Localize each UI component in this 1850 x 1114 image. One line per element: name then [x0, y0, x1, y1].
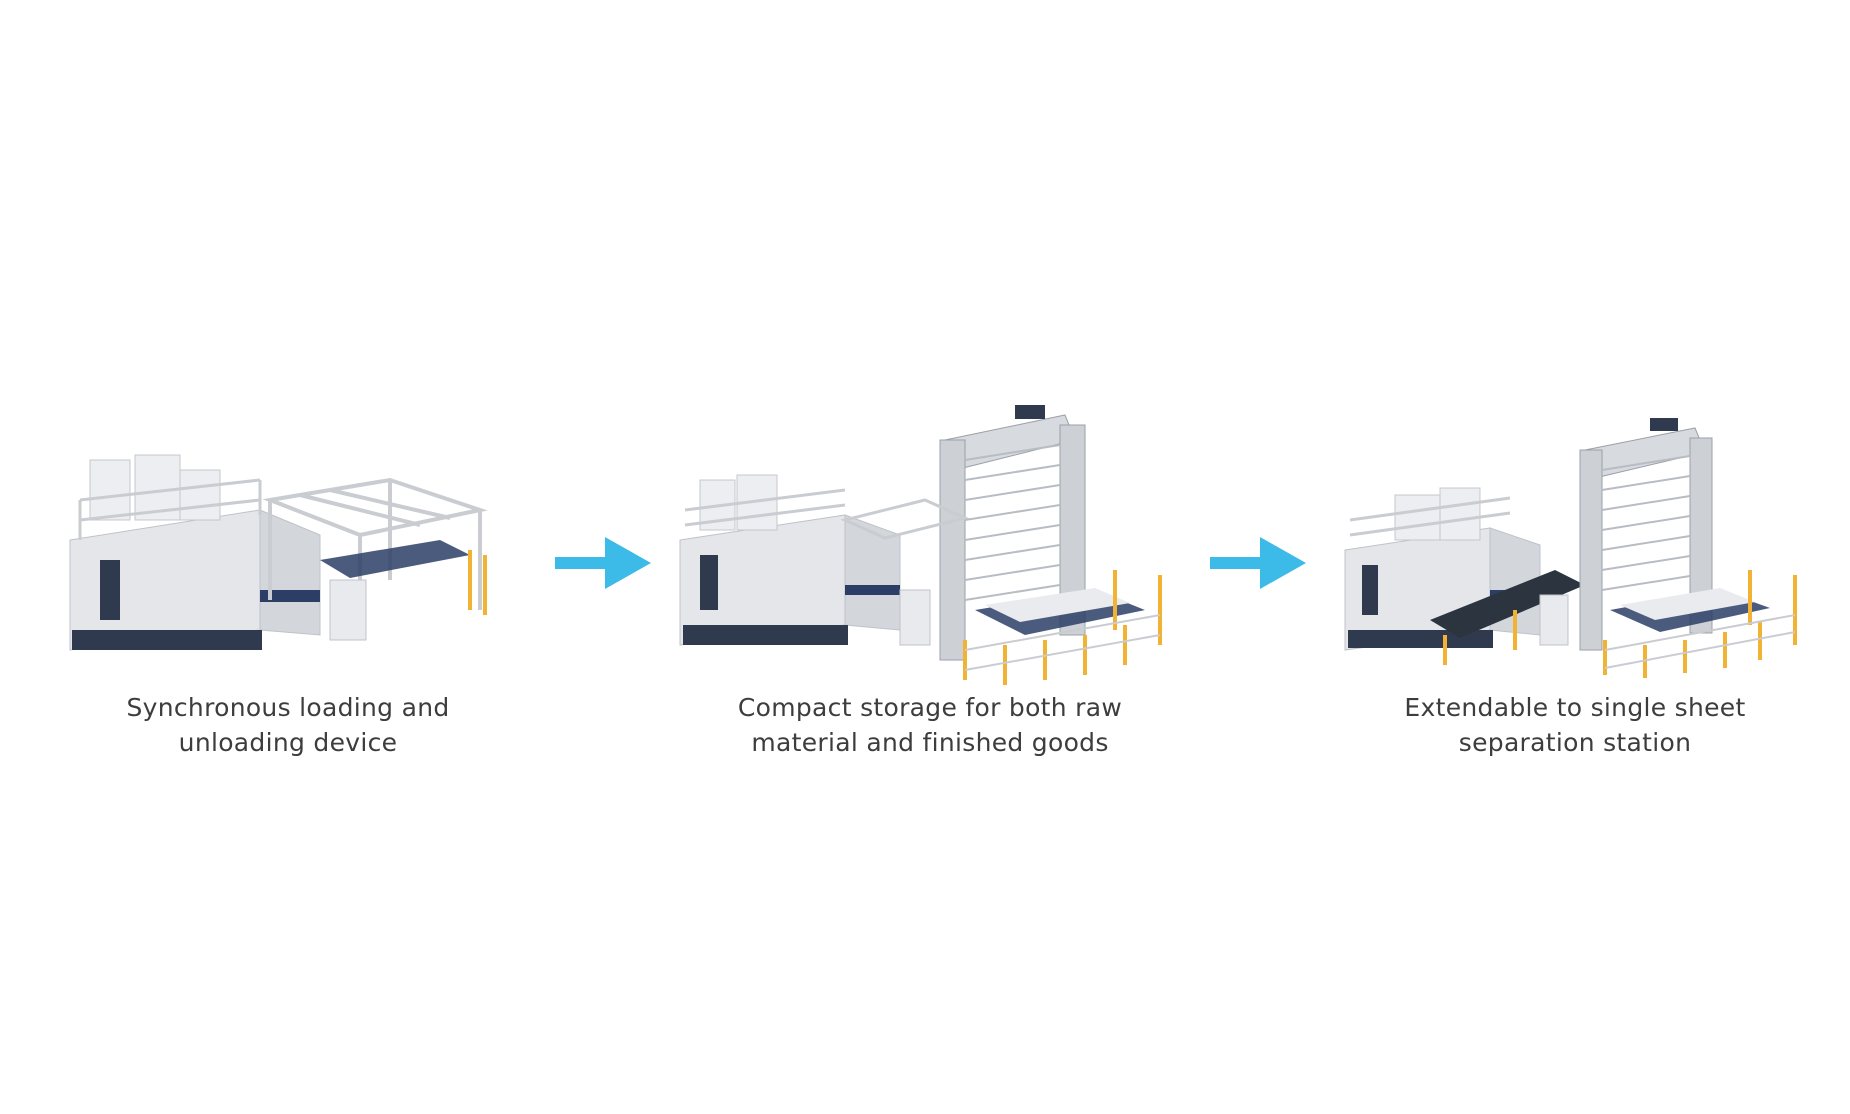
stage-2-caption-line1: Compact storage for both raw — [737, 693, 1123, 722]
arrow-right-icon — [555, 537, 651, 589]
stage-3-caption: Extendable to single sheet separation st… — [1335, 690, 1815, 760]
stage-3-caption-line2: separation station — [1458, 728, 1692, 757]
stage-1-caption-line1: Synchronous loading and — [126, 693, 450, 722]
laser-cutter-with-sheet-separation-illustration — [1344, 418, 1797, 678]
stage-2-caption: Compact storage for both raw material an… — [690, 690, 1170, 760]
stage-2-caption-line2: material and finished goods — [751, 728, 1109, 757]
arrow-right-icon — [1210, 537, 1306, 589]
stage-1-caption-line2: unloading device — [178, 728, 398, 757]
stage-1-caption: Synchronous loading and unloading device — [48, 690, 528, 760]
stage-1-illustration — [60, 440, 520, 670]
laser-cutter-with-storage-tower-illustration — [679, 405, 1162, 685]
stage-3-caption-line1: Extendable to single sheet — [1404, 693, 1746, 722]
stage-2-illustration — [675, 400, 1175, 690]
laser-cutter-with-loader-illustration — [69, 454, 488, 651]
stage-3-illustration — [1340, 410, 1810, 680]
